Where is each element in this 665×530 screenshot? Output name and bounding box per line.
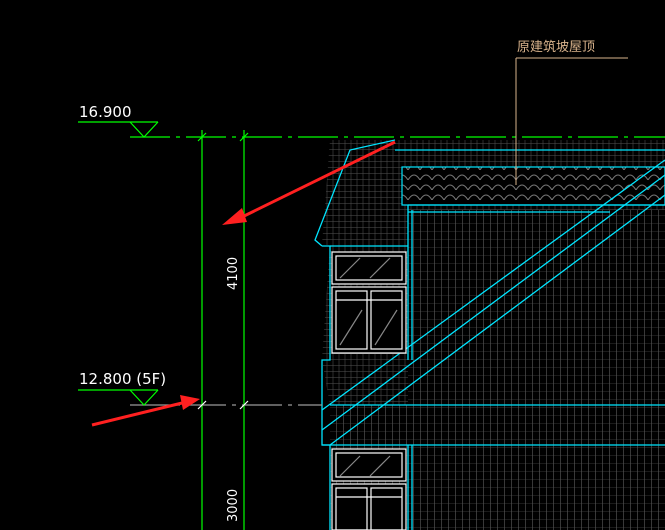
dimension-lines — [130, 130, 665, 530]
main-wall-outline — [407, 204, 665, 360]
markup-arrow-lower — [91, 395, 200, 427]
window-lower — [331, 448, 407, 530]
roof-slope-outer — [321, 174, 665, 431]
roof-slope-edge-a — [321, 159, 665, 411]
level-marker-5f — [78, 389, 159, 406]
roof-leader — [515, 57, 628, 185]
window-upper — [331, 251, 407, 354]
building-elevation — [314, 139, 665, 530]
roof-slope-inner — [329, 194, 665, 446]
level-label-top: 16.900 — [79, 103, 132, 121]
roof-note-label: 原建筑坡屋顶 — [517, 39, 595, 55]
level-marker-top — [78, 121, 159, 138]
floor-band — [322, 404, 665, 530]
dimension-label-upper: 4100 — [226, 257, 241, 290]
level-label-5f: 12.800 (5F) — [79, 370, 166, 388]
markup-arrow-upper — [222, 140, 396, 225]
dimension-label-lower: 3000 — [226, 489, 241, 522]
roof-tile-strip — [401, 166, 665, 206]
